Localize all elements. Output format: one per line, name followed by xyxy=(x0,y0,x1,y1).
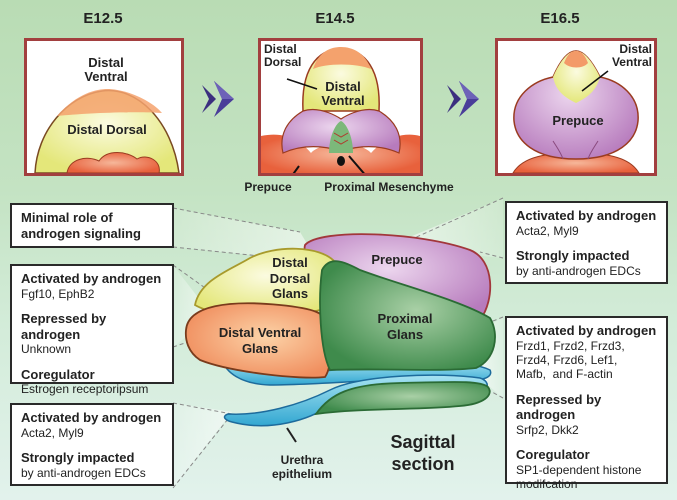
info-box-prepuce: Activated by androgen Acta2, Myl9 Strong… xyxy=(505,201,668,284)
stage-title-e14-5: E14.5 xyxy=(315,10,355,27)
info-heading: Activated by androgen xyxy=(21,271,162,286)
info-body: SP1-dependent histone modifcation xyxy=(516,462,642,492)
info-body: by anti-androgen EDCs xyxy=(516,263,641,278)
label-distal-ventral: Distal Ventral xyxy=(84,55,128,85)
label-distal-dorsal-glans: Distal Dorsal Glans xyxy=(269,255,311,302)
info-heading: Repressed by androgen xyxy=(21,310,107,342)
double-chevron-right-icon xyxy=(447,81,479,117)
info-box-proximal-glans: Activated by androgen Frzd1, Frzd2, Frzd… xyxy=(505,316,668,491)
e12-5-illustration xyxy=(34,89,180,173)
info-body: by anti-androgen EDCs xyxy=(21,465,146,480)
info-heading: Strongly impacted xyxy=(21,449,135,465)
info-box-distal-ventral: Activated by androgen Fgf10, EphB2 Repre… xyxy=(10,264,174,396)
e14-5-illustration xyxy=(261,47,420,173)
stage-panel-e12-5: Distal Ventral Distal Dorsal xyxy=(24,38,184,176)
sagittal-section-illustration xyxy=(184,233,496,443)
info-heading: Repressed by androgen xyxy=(516,391,602,423)
info-body: Unknown xyxy=(21,342,72,357)
info-heading: Strongly impacted xyxy=(516,247,630,263)
label-distal-ventral: Distal Ventral xyxy=(611,42,652,70)
info-body: Frzd1, Frzd2, Frzd3, Frzd4, Frzd6, Lef1,… xyxy=(516,338,625,382)
label-urethra-epithelium: Urethra epithelium xyxy=(271,453,332,482)
info-body: Acta2, Myl9 xyxy=(21,425,84,440)
connector-fan-urethra xyxy=(172,402,233,489)
e16-5-illustration xyxy=(512,50,640,173)
label-proximal-mesenchyme: Proximal Mesenchyme xyxy=(324,180,454,194)
info-heading: Activated by androgen xyxy=(21,410,162,425)
info-box-urethra: Activated by androgen Acta2, Myl9 Strong… xyxy=(10,403,174,486)
label-distal-ventral: Distal Ventral xyxy=(321,79,365,109)
proximal-glans-region xyxy=(319,260,496,371)
stage-title-e12-5: E12.5 xyxy=(83,10,123,27)
label-distal-dorsal: Distal Dorsal xyxy=(264,42,302,70)
info-heading: Coregulator xyxy=(516,447,590,463)
label-prepuce-sagittal: Prepuce xyxy=(371,252,423,267)
stage-panel-e14-5: Distal Dorsal Distal Ventral xyxy=(258,38,423,176)
stage-title-e16-5: E16.5 xyxy=(540,10,580,27)
label-prepuce: Prepuce xyxy=(244,180,292,194)
stage-panel-e16-5: Distal Ventral Prepuce xyxy=(495,38,657,176)
proximal-glans-lower-lobe xyxy=(314,381,491,416)
label-prepuce: Prepuce xyxy=(552,113,604,128)
label-distal-dorsal: Distal Dorsal xyxy=(67,122,147,137)
info-heading: Minimal role of androgen signaling xyxy=(21,210,141,241)
info-body: Estrogen receptoripsum xyxy=(21,382,149,397)
info-heading: Coregulator xyxy=(21,366,95,382)
info-heading: Activated by androgen xyxy=(516,208,657,223)
label-proximal-glans: Proximal Glans xyxy=(377,311,433,342)
info-box-distal-dorsal: Minimal role of androgen signaling xyxy=(10,203,174,248)
sagittal-section-title: Sagittal section xyxy=(390,432,456,474)
info-heading: Activated by androgen xyxy=(516,323,657,338)
label-distal-ventral-glans: Distal Ventral Glans xyxy=(218,325,302,356)
info-body: Fgf10, EphB2 xyxy=(21,286,95,301)
double-chevron-right-icon xyxy=(202,81,234,117)
info-body: Acta2, Myl9 xyxy=(516,223,579,238)
info-body: Srfp2, Dkk2 xyxy=(516,422,579,437)
